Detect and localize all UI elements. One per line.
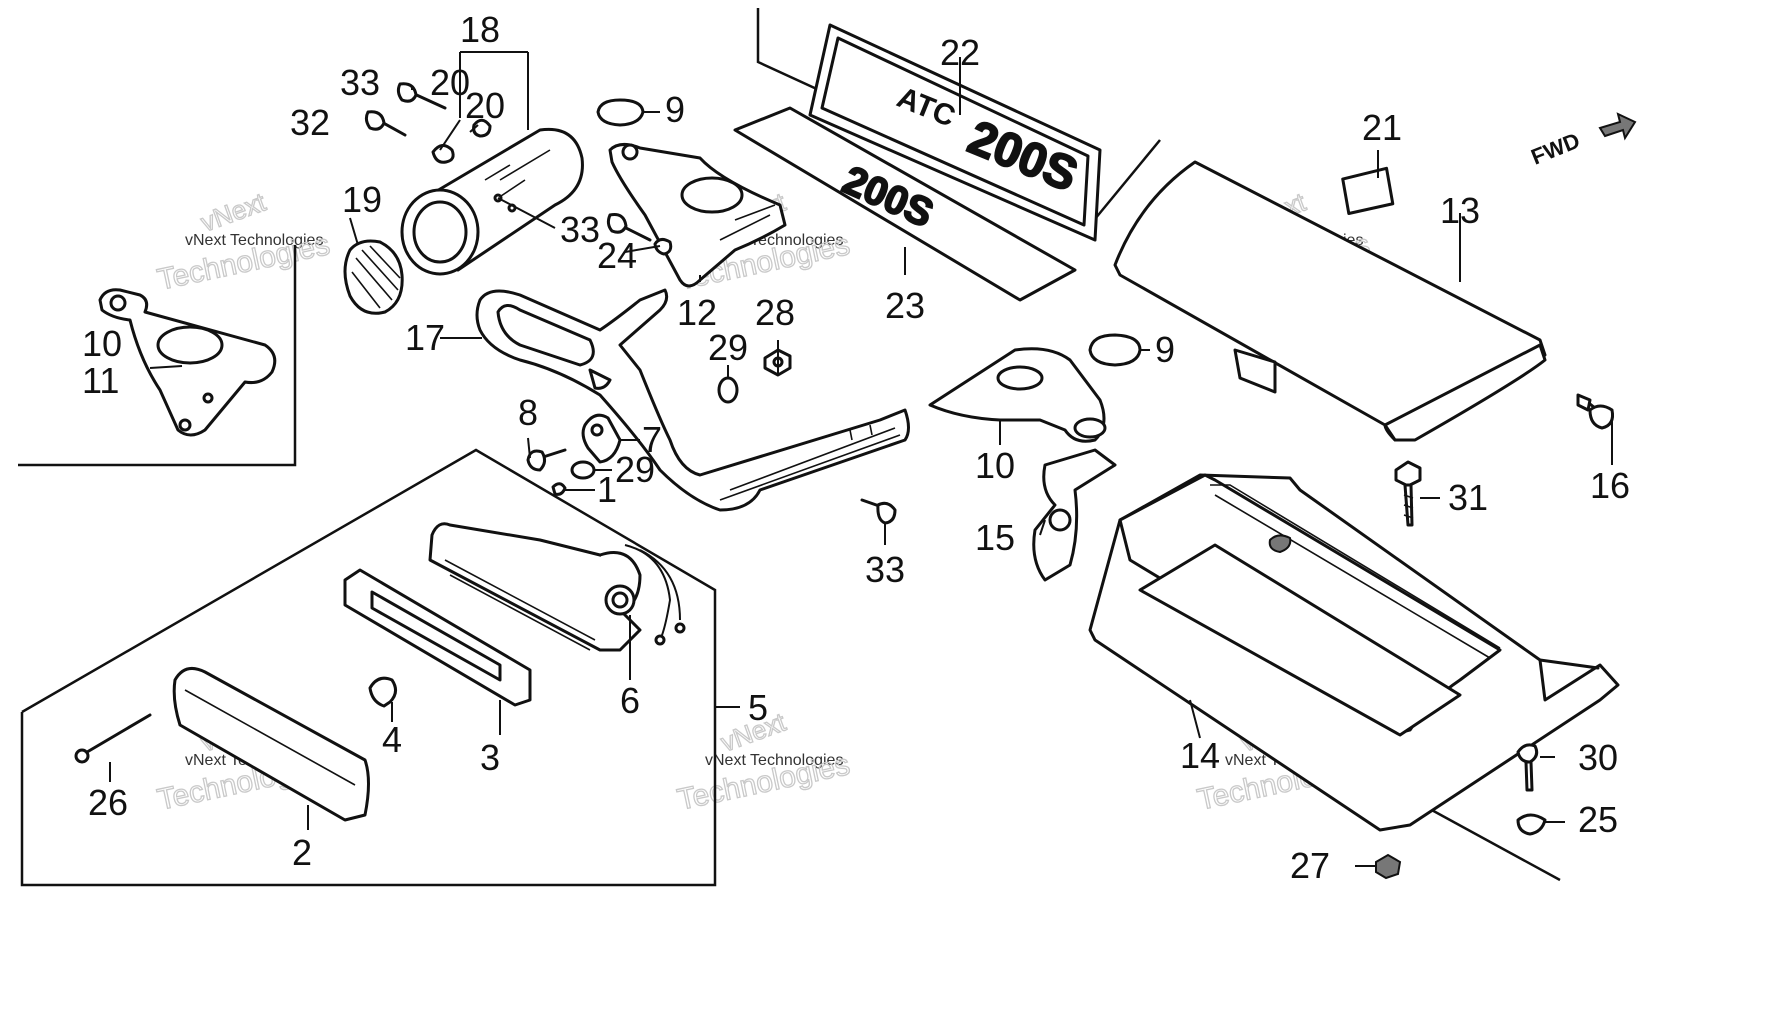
nut-part-20b bbox=[472, 118, 492, 138]
bolt-part-33-lower bbox=[860, 498, 897, 525]
svg-text:FWD: FWD bbox=[1528, 128, 1584, 170]
washer-part-29-lower bbox=[570, 460, 596, 480]
svg-text:vNext Technologies: vNext Technologies bbox=[185, 232, 323, 249]
taillight-housing-part-6 bbox=[428, 522, 686, 652]
bracket-part-10-right bbox=[928, 347, 1107, 443]
callout-13: 13 bbox=[1440, 190, 1480, 231]
callout-19: 19 bbox=[342, 179, 382, 220]
callout-5: 5 bbox=[748, 687, 768, 728]
callout-10-right: 10 bbox=[975, 445, 1015, 486]
callout-28: 28 bbox=[755, 292, 795, 333]
lens-gasket-part-3 bbox=[343, 568, 532, 707]
bolt-part-30 bbox=[1516, 743, 1539, 792]
bolt-part-33-center bbox=[606, 213, 652, 242]
bracket-part-12 bbox=[608, 143, 787, 288]
callout-6: 6 bbox=[620, 680, 640, 721]
callout-24: 24 bbox=[597, 235, 637, 276]
callout-26: 26 bbox=[88, 782, 128, 823]
forward-direction-indicator: FWD bbox=[1528, 112, 1637, 170]
nut-part-27 bbox=[1375, 853, 1402, 880]
callout-4: 4 bbox=[382, 719, 402, 760]
callout-10-left: 10 bbox=[82, 323, 122, 364]
callout-31: 31 bbox=[1448, 477, 1488, 518]
callout-7: 7 bbox=[642, 419, 662, 460]
callout-20-upper: 20 bbox=[430, 62, 470, 103]
callout-14: 14 bbox=[1180, 735, 1220, 776]
tube-part-18 bbox=[400, 127, 584, 276]
watermark-top-left: vNext vNext Technologies Technologies bbox=[154, 186, 333, 298]
bolt-part-31 bbox=[1394, 460, 1422, 527]
lens-part-2 bbox=[172, 666, 370, 822]
callout-9-right: 9 bbox=[1155, 329, 1175, 370]
callout-3: 3 bbox=[480, 737, 500, 778]
callout-1: 1 bbox=[597, 469, 617, 510]
callout-20-lower: 20 bbox=[465, 85, 505, 126]
clamp-part-7 bbox=[581, 413, 622, 464]
callout-29-lower: 29 bbox=[615, 449, 655, 490]
callout-16: 16 bbox=[1590, 465, 1630, 506]
bolt-part-32 bbox=[364, 110, 407, 137]
pin-part-1 bbox=[551, 482, 567, 496]
screw-part-16 bbox=[1576, 393, 1614, 430]
callout-2: 2 bbox=[292, 832, 312, 873]
nut-part-20a bbox=[431, 144, 455, 164]
callout-8: 8 bbox=[518, 392, 538, 433]
callout-29-top: 29 bbox=[708, 327, 748, 368]
callout-33-lower: 33 bbox=[865, 549, 905, 590]
washer-part-29-top bbox=[717, 376, 739, 404]
frame-bar-part-17 bbox=[475, 288, 910, 512]
callout-17: 17 bbox=[405, 317, 445, 358]
callout-9-top: 9 bbox=[665, 89, 685, 130]
callout-23: 23 bbox=[885, 285, 925, 326]
svg-text:vNext Technologies: vNext Technologies bbox=[705, 752, 843, 769]
callout-15: 15 bbox=[975, 517, 1015, 558]
plug-part-9-right bbox=[1088, 333, 1142, 367]
grommet-part-25 bbox=[1516, 813, 1547, 836]
cap-part-19 bbox=[343, 239, 404, 315]
cover-part-13 bbox=[1113, 160, 1547, 442]
screw-part-26 bbox=[74, 713, 152, 764]
callout-32: 32 bbox=[290, 102, 330, 143]
bulb-part-4 bbox=[368, 676, 397, 708]
plug-part-9-top bbox=[596, 98, 645, 127]
clip-part-15 bbox=[1032, 448, 1117, 582]
callout-12: 12 bbox=[677, 292, 717, 333]
emblem-plate-part-22: ATC 200S bbox=[808, 23, 1102, 242]
washer-part-24 bbox=[653, 237, 673, 256]
left-bracket-part-10-11 bbox=[98, 288, 277, 437]
tray-part-14 bbox=[1088, 473, 1620, 832]
svg-text:vNext: vNext bbox=[197, 186, 270, 237]
label-part-21 bbox=[1341, 166, 1395, 216]
callout-labels: 18 33 20 20 32 19 33 24 12 9 22 23 21 13… bbox=[82, 9, 1630, 886]
callout-30: 30 bbox=[1578, 737, 1618, 778]
callout-18: 18 bbox=[460, 9, 500, 50]
callout-27: 27 bbox=[1290, 845, 1330, 886]
callout-33-center: 33 bbox=[560, 209, 600, 250]
callout-11: 11 bbox=[82, 360, 119, 401]
callout-33-top: 33 bbox=[340, 62, 380, 103]
leader-lines bbox=[109, 51, 1613, 867]
callout-25: 25 bbox=[1578, 799, 1618, 840]
callout-21: 21 bbox=[1362, 107, 1402, 148]
bolt-part-8 bbox=[526, 448, 567, 472]
callout-22: 22 bbox=[940, 32, 980, 73]
